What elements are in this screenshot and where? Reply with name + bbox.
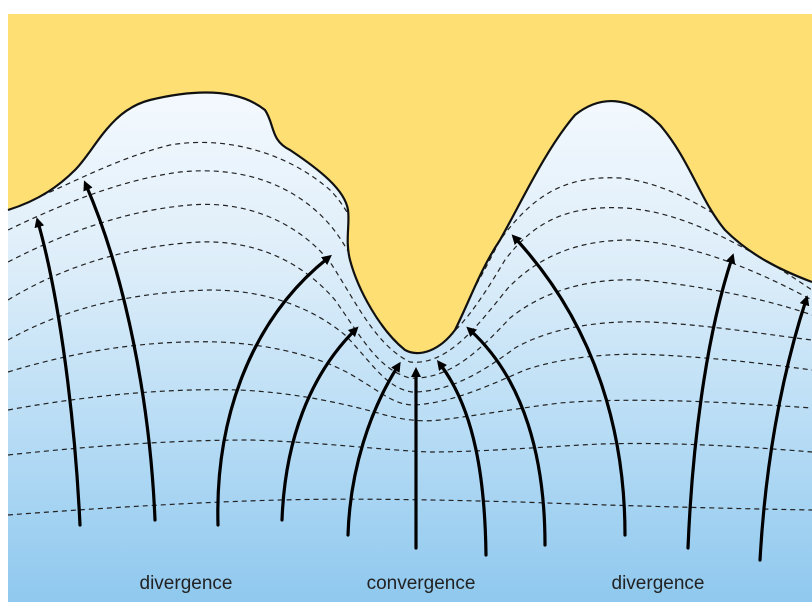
label-divergence-right: divergence [612,573,705,594]
wave-ray-arrow [83,180,157,522]
wave-ray-arrow [34,217,82,527]
wave-crest-line [8,141,812,344]
coastline [7,91,812,355]
wave-crest-line [8,389,812,422]
wave-crest-line [8,203,812,363]
wave-crest-line [8,498,812,516]
wave-ray-arrow [280,326,359,522]
sea-area [8,92,812,602]
wave-ray-arrow [466,326,547,547]
wave-ray-arrow [686,253,736,550]
wave-crest-line [8,289,812,393]
label-convergence: convergence [367,573,476,594]
wave-ray-arrow [346,361,401,537]
wave-ray-arrow [758,295,810,562]
wave-ray-arrow [436,360,488,557]
label-divergence-left: divergence [140,573,233,594]
wave-crest-line [8,439,812,456]
wave-ray-arrow [216,254,332,527]
wave-ray-arrow [511,234,627,537]
wave-rays [34,180,810,562]
